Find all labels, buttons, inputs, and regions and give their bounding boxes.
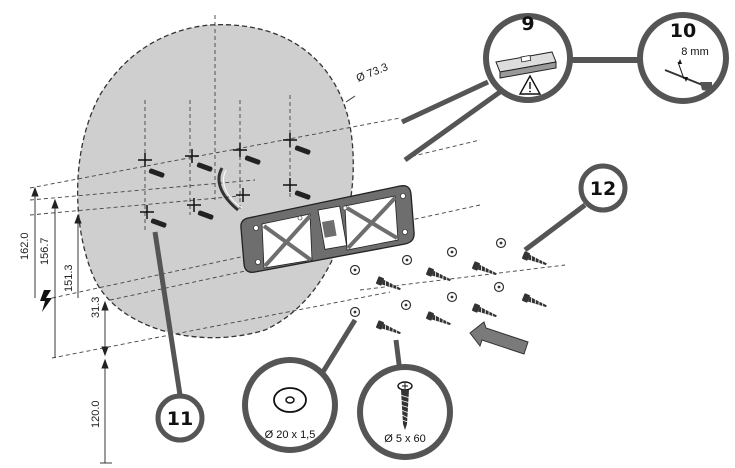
drill-bit-icon bbox=[664, 59, 712, 92]
cable bbox=[217, 167, 239, 212]
dimension-151-3: 151.3 bbox=[63, 264, 75, 292]
mounting-plate bbox=[240, 185, 415, 273]
electric-hazard-icon bbox=[40, 290, 52, 312]
washer-detail: Ø 20 x 1,5 bbox=[242, 318, 358, 453]
callout-10: 10 8 mm bbox=[637, 12, 729, 104]
warning-triangle-icon bbox=[518, 74, 542, 95]
screw-icon bbox=[397, 381, 413, 430]
callout-12-number: 12 bbox=[590, 178, 616, 200]
dimension-31-3: 31.3 bbox=[90, 297, 102, 318]
callout-11-number: 11 bbox=[167, 408, 193, 430]
direction-arrow-icon bbox=[469, 321, 529, 355]
screws bbox=[375, 250, 549, 338]
dimension-120: 120.0 bbox=[90, 400, 102, 428]
washer-size-label: Ø 20 x 1,5 bbox=[265, 429, 316, 441]
screw-size-label: Ø 5 x 60 bbox=[384, 433, 426, 445]
dimension-lines bbox=[31, 186, 112, 464]
callout-11: 11 bbox=[152, 231, 205, 443]
wall-plugs bbox=[148, 145, 311, 228]
dimension-162: 162.0 bbox=[19, 232, 31, 260]
screw-detail: Ø 5 x 60 bbox=[357, 339, 453, 460]
callout-12: 12 bbox=[523, 163, 628, 252]
callout-9-number: 9 bbox=[521, 13, 534, 35]
spirit-level-icon bbox=[495, 51, 557, 79]
drill-size-label: 8 mm bbox=[681, 46, 709, 58]
callout-10-number: 10 bbox=[670, 20, 696, 42]
drill-hole-marks bbox=[138, 133, 297, 219]
washer-icon bbox=[273, 387, 307, 413]
callout-9: 9 bbox=[400, 13, 640, 163]
diameter-label: Ø 73.3 bbox=[355, 61, 390, 84]
dimension-156-7: 156.7 bbox=[39, 237, 51, 265]
